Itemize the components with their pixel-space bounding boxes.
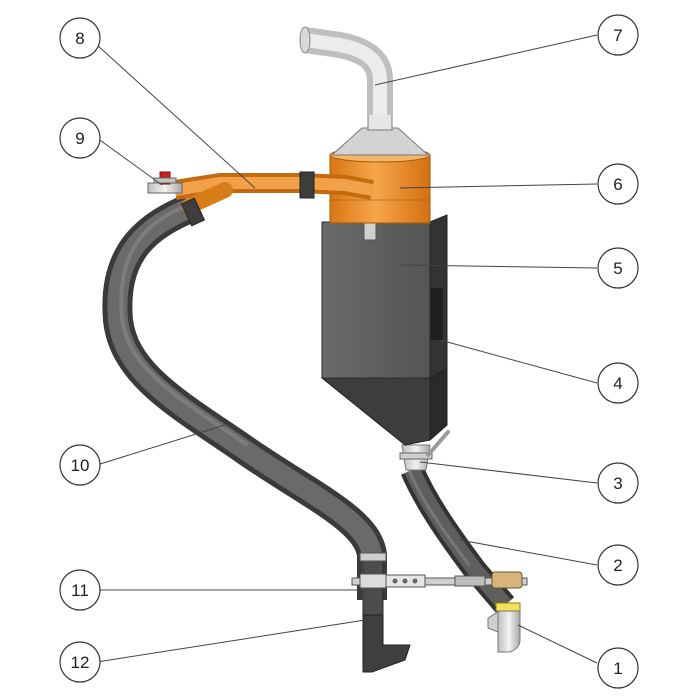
callout-7: 7 bbox=[597, 14, 639, 56]
nozzle-1 bbox=[487, 602, 521, 653]
callout-9: 9 bbox=[59, 117, 101, 159]
hose-10 bbox=[102, 194, 387, 600]
side-window-4 bbox=[431, 288, 443, 340]
callout-12: 12 bbox=[59, 641, 101, 683]
callout-4-label: 4 bbox=[613, 374, 622, 393]
callout-3: 3 bbox=[597, 462, 639, 504]
callout-11-label: 11 bbox=[71, 581, 89, 600]
callout-12-label: 12 bbox=[71, 653, 90, 672]
callout-6-label: 6 bbox=[613, 175, 622, 194]
callout-4: 4 bbox=[597, 362, 639, 404]
callout-2: 2 bbox=[597, 544, 639, 586]
leader-lines bbox=[96, 34, 598, 664]
fitting-3 bbox=[399, 430, 450, 471]
hose-2 bbox=[400, 465, 515, 613]
callout-3-label: 3 bbox=[613, 474, 622, 493]
callout-8-label: 8 bbox=[75, 29, 84, 48]
callout-1: 1 bbox=[597, 647, 639, 689]
callout-8: 8 bbox=[59, 17, 101, 59]
callout-5-label: 5 bbox=[613, 259, 622, 278]
inlet-pipe-8 bbox=[173, 171, 374, 227]
callout-11: 11 bbox=[59, 569, 101, 611]
cyclone-housing-6 bbox=[329, 111, 431, 224]
exhaust-pipe-7 bbox=[299, 26, 393, 115]
callout-10-label: 10 bbox=[71, 456, 90, 475]
callout-9-label: 9 bbox=[75, 129, 84, 148]
callout-5: 5 bbox=[597, 247, 639, 289]
callout-7-label: 7 bbox=[613, 26, 622, 45]
callout-6: 6 bbox=[597, 163, 639, 205]
hopper-box-5 bbox=[320, 214, 448, 446]
callout-2-label: 2 bbox=[613, 556, 622, 575]
frame-bar-11 bbox=[351, 571, 528, 589]
callout-10: 10 bbox=[59, 444, 101, 486]
callout-1-label: 1 bbox=[613, 659, 622, 678]
valve-9 bbox=[147, 171, 183, 194]
